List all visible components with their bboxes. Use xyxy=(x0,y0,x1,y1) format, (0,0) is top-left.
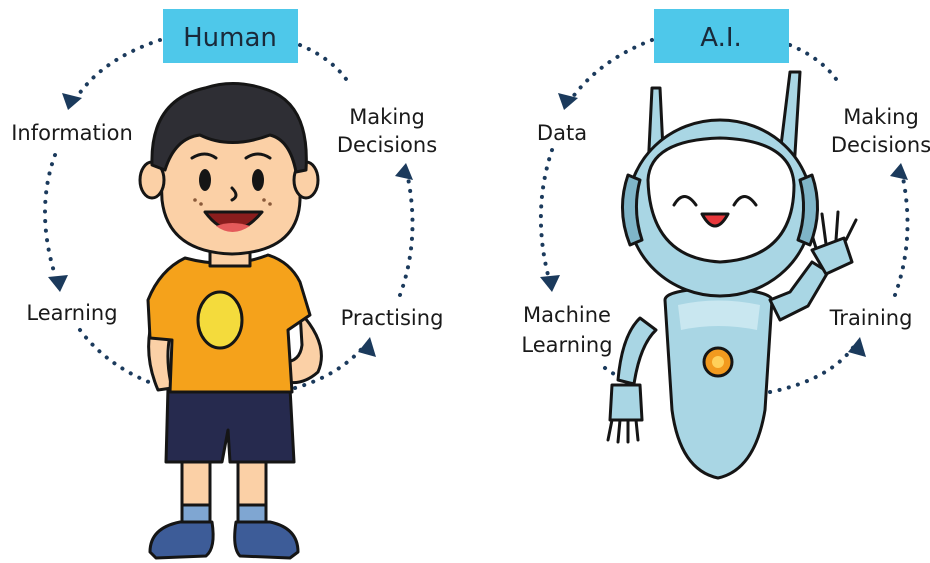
ai-step-data: Data xyxy=(537,121,587,145)
ai-step-learning: Learning xyxy=(521,333,612,357)
human-step-learning: Learning xyxy=(26,301,117,325)
human-title-box xyxy=(163,9,298,63)
ai-title-box xyxy=(654,9,789,63)
human-loop-arc-top-right xyxy=(298,43,352,87)
ai-arrow-to-machine-learning xyxy=(540,275,560,292)
human-arrow-to-practising xyxy=(358,337,376,357)
ai-title: A.I. xyxy=(700,23,742,53)
human-loop-arc-right xyxy=(398,176,415,297)
human-arrow-to-learning xyxy=(48,275,68,292)
human-title: Human xyxy=(183,23,277,53)
ai-step-making: Making xyxy=(843,105,919,129)
ai-loop-arc-right xyxy=(893,176,910,297)
ai-step-machine: Machine xyxy=(523,303,611,327)
human-arrow-to-information xyxy=(62,93,82,110)
human-loop-arc-top-left xyxy=(73,38,162,102)
human-step-information: Information xyxy=(11,121,133,145)
ai-step-training: Training xyxy=(829,306,913,330)
human-cycle: Human Information Making Decisions Learn… xyxy=(11,9,444,390)
ai-cycle: A.I. Data Making Decisions Machine Learn… xyxy=(521,9,930,394)
human-loop-arc-bottom-left xyxy=(78,328,167,390)
human-step-decisions: Decisions xyxy=(337,133,437,157)
ai-arrow-to-making-decisions xyxy=(890,163,908,180)
ai-step-decisions: Decisions xyxy=(831,133,930,157)
robot-illustration xyxy=(606,70,858,480)
ai-loop-arc-left xyxy=(538,148,554,277)
human-step-practising: Practising xyxy=(341,306,444,330)
ai-arrow-to-data xyxy=(558,93,578,110)
human-loop-arc-left xyxy=(43,153,57,277)
ai-loop-arc-top-left xyxy=(570,38,654,100)
boy-illustration xyxy=(138,81,323,560)
ai-loop-arc-bottom-right xyxy=(768,343,857,394)
human-arrow-to-making-decisions xyxy=(395,163,413,180)
ai-arrow-to-training xyxy=(848,337,866,357)
ai-loop-arc-top-right xyxy=(788,43,842,87)
human-step-making: Making xyxy=(349,105,425,129)
